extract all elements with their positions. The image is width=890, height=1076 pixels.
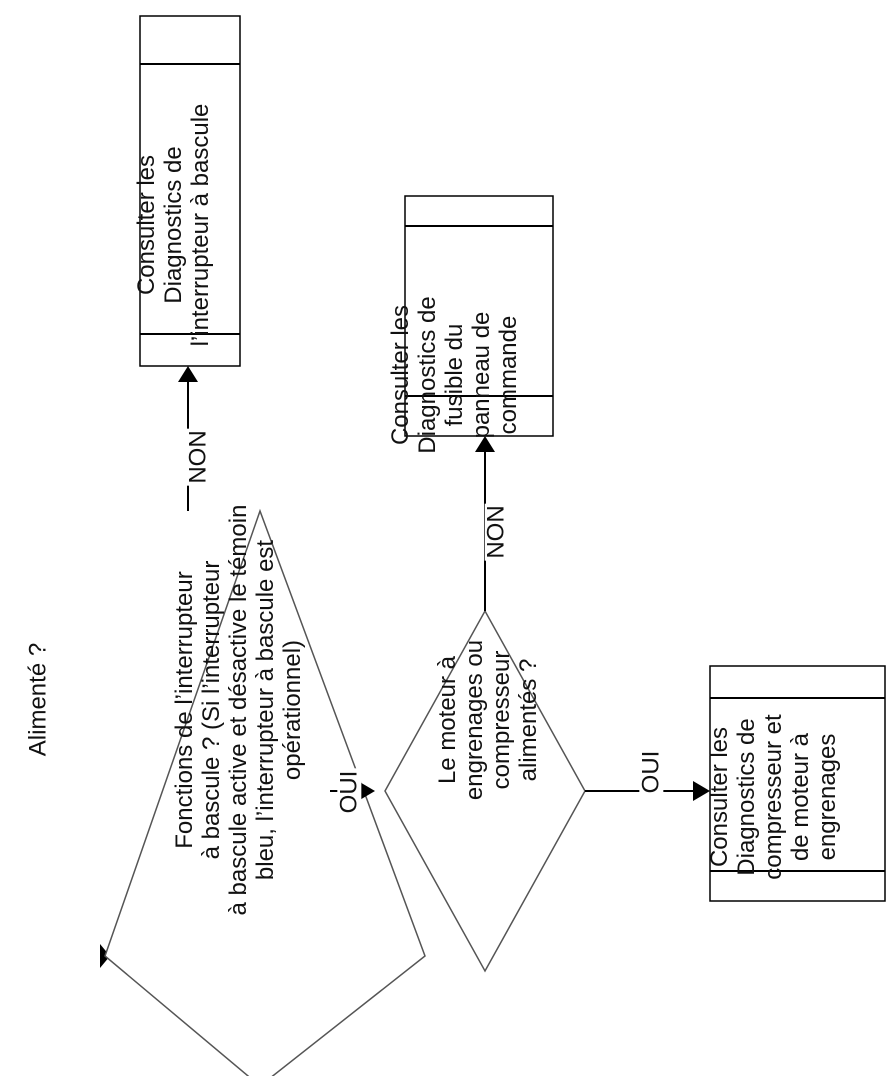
- decision-rocker-line-2: à bascule ? (Si l’interrupteur: [197, 560, 225, 860]
- action-compressor-diag-line-1: Consulter les: [705, 726, 733, 868]
- action-rocker-diag-line-2: Diagnostics de: [159, 146, 187, 304]
- no1-arrowhead: [178, 366, 198, 382]
- no2-arrowhead: [475, 436, 495, 452]
- action-fuse-diag-line-2: Diagnostics de: [413, 296, 441, 454]
- action-fuse-diag-line-4: panneau de: [467, 311, 495, 439]
- yes1-label: OUI: [335, 768, 363, 816]
- decision-rocker-switch: [104, 508, 426, 1076]
- action-fuse-diag-line-5: commande: [494, 315, 522, 435]
- decision-rocker-line-5: opérationnel): [278, 639, 306, 781]
- action-rocker-diag-line-3: l’interrupteur à bascule: [186, 103, 214, 347]
- action-compressor-diag-box: [709, 665, 886, 902]
- yes2-arrowhead: [693, 781, 710, 801]
- decision-motor-line-2: engrenages ou: [461, 639, 488, 801]
- decision-rocker-line-4: bleu, l’interrupteur à bascule est: [251, 539, 279, 881]
- decision-motor-line-3: compresseur: [488, 650, 515, 790]
- decision-motor-line-4: alimentés ?: [515, 658, 542, 782]
- action-compressor-diag-line-2: Diagnostics de: [732, 718, 760, 876]
- decision-motor-line-1: Le moteur à: [434, 655, 461, 785]
- decision-rocker-line-3: à bascule active et désactive le témoin: [224, 504, 252, 916]
- decision-rocker-line-1: Fonctions de l’interrupteur: [170, 571, 198, 849]
- no1-label: NON: [184, 428, 212, 486]
- action-fuse-diag-line-3: fusible du: [440, 323, 468, 427]
- action-compressor-diag-line-4: de moteur à: [786, 732, 814, 862]
- start-label: Alimenté ?: [24, 642, 52, 757]
- yes2-label: OUI: [637, 748, 665, 796]
- yes1-arrowhead: [358, 781, 375, 801]
- action-compressor-diag-line-5: engrenages: [813, 733, 841, 861]
- action-rocker-diag-line-1: Consulter les: [132, 154, 160, 296]
- action-rocker-diag-box: [139, 15, 241, 367]
- no2-label: NON: [482, 503, 510, 561]
- action-fuse-diag-line-1: Consulter les: [386, 304, 414, 446]
- action-fuse-diag-box: [404, 195, 554, 437]
- action-compressor-diag-line-3: compresseur et: [759, 714, 787, 880]
